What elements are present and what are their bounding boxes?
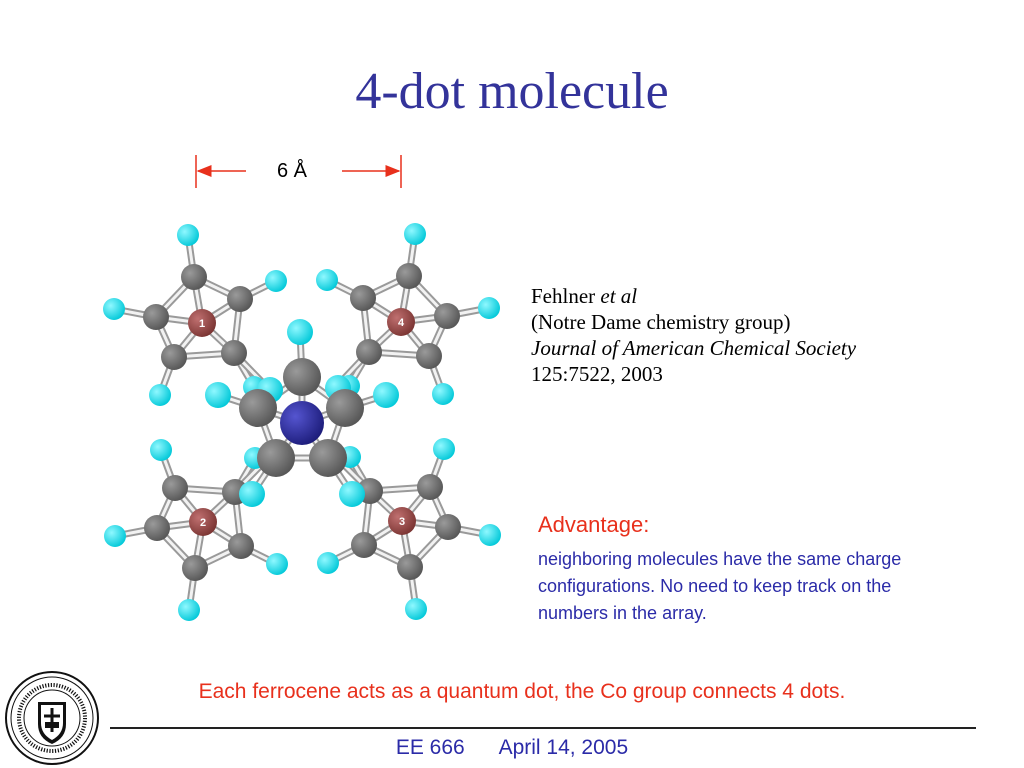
hydrogen-atom: [205, 382, 231, 408]
carbon-atom: [397, 554, 423, 580]
hydrogen-atom: [177, 224, 199, 246]
footer-date: April 14, 2005: [498, 736, 629, 759]
carbon-atom: [283, 358, 321, 396]
slide-title: 4-dot molecule: [355, 63, 669, 120]
carbon-atom: [434, 303, 460, 329]
footer-course: EE 666: [395, 736, 465, 759]
carbon-atom: [161, 344, 187, 370]
hydrogen-atom: [239, 481, 265, 507]
carbon-atom: [396, 263, 422, 289]
hydrogen-atom: [265, 270, 287, 292]
carbon-atom: [143, 304, 169, 330]
carbon-atom: [182, 555, 208, 581]
hydrogen-atom: [433, 438, 455, 460]
hydrogen-atom: [178, 599, 200, 621]
citation: Fehlner et al (Notre Dame chemistry grou…: [531, 283, 1001, 387]
hydrogen-atom: [287, 319, 313, 345]
footer-divider: [110, 727, 976, 729]
citation-reference: 125:7522, 2003: [531, 362, 663, 386]
hydrogen-atom: [103, 298, 125, 320]
hydrogen-atom: [373, 382, 399, 408]
carbon-atom: [239, 389, 277, 427]
iron-atom: [387, 308, 415, 336]
cobalt-atom: [280, 401, 324, 445]
advantage-title: Advantage:: [538, 512, 650, 537]
hydrogen-atom: [104, 525, 126, 547]
carbon-atom: [309, 439, 347, 477]
scale-label: 6 Å: [276, 160, 308, 182]
carbon-atom: [162, 475, 188, 501]
carbon-atom: [257, 439, 295, 477]
hydrogen-atom: [150, 439, 172, 461]
carbon-atom: [356, 339, 382, 365]
carbon-atom: [350, 285, 376, 311]
iron-atom: [188, 309, 216, 337]
carbon-atom: [351, 532, 377, 558]
hydrogen-atom: [266, 553, 288, 575]
carbon-atom: [144, 515, 170, 541]
carbon-atom: [417, 474, 443, 500]
citation-author: Fehlner: [531, 284, 596, 308]
university-seal-icon: [5, 671, 99, 765]
iron-atom: [189, 508, 217, 536]
hydrogen-atom: [149, 384, 171, 406]
carbon-atom: [416, 343, 442, 369]
hydrogen-atom: [479, 524, 501, 546]
dot-label-4: 4: [398, 317, 405, 329]
hydrogen-atom: [432, 383, 454, 405]
scale-bar: [195, 155, 402, 188]
carbon-atom: [435, 514, 461, 540]
advantage-body: neighboring molecules have the same char…: [538, 549, 902, 623]
dot-label-3: 3: [399, 516, 405, 528]
carbon-atom: [228, 533, 254, 559]
footer-note: Each ferrocene acts as a quantum dot, th…: [198, 680, 846, 703]
hydrogen-atom: [404, 223, 426, 245]
dot-label-2: 2: [200, 517, 206, 529]
dot-label-1: 1: [199, 318, 205, 330]
hydrogen-atom: [339, 481, 365, 507]
hydrogen-atom: [478, 297, 500, 319]
iron-atom: [388, 507, 416, 535]
citation-group: (Notre Dame chemistry group): [531, 310, 791, 334]
carbon-atom: [221, 340, 247, 366]
atoms: 1 4 2 3: [103, 223, 501, 621]
hydrogen-atom: [316, 269, 338, 291]
citation-author-suffix: et al: [600, 284, 638, 308]
citation-author-line: Fehlner et al: [531, 283, 1001, 309]
footer-course-line: EE 666 April 14, 2005: [300, 736, 724, 760]
carbon-atom: [326, 389, 364, 427]
hydrogen-atom: [405, 598, 427, 620]
citation-journal: Journal of American Chemical Society: [531, 336, 857, 360]
hydrogen-atom: [317, 552, 339, 574]
carbon-atom: [227, 286, 253, 312]
carbon-atom: [181, 264, 207, 290]
